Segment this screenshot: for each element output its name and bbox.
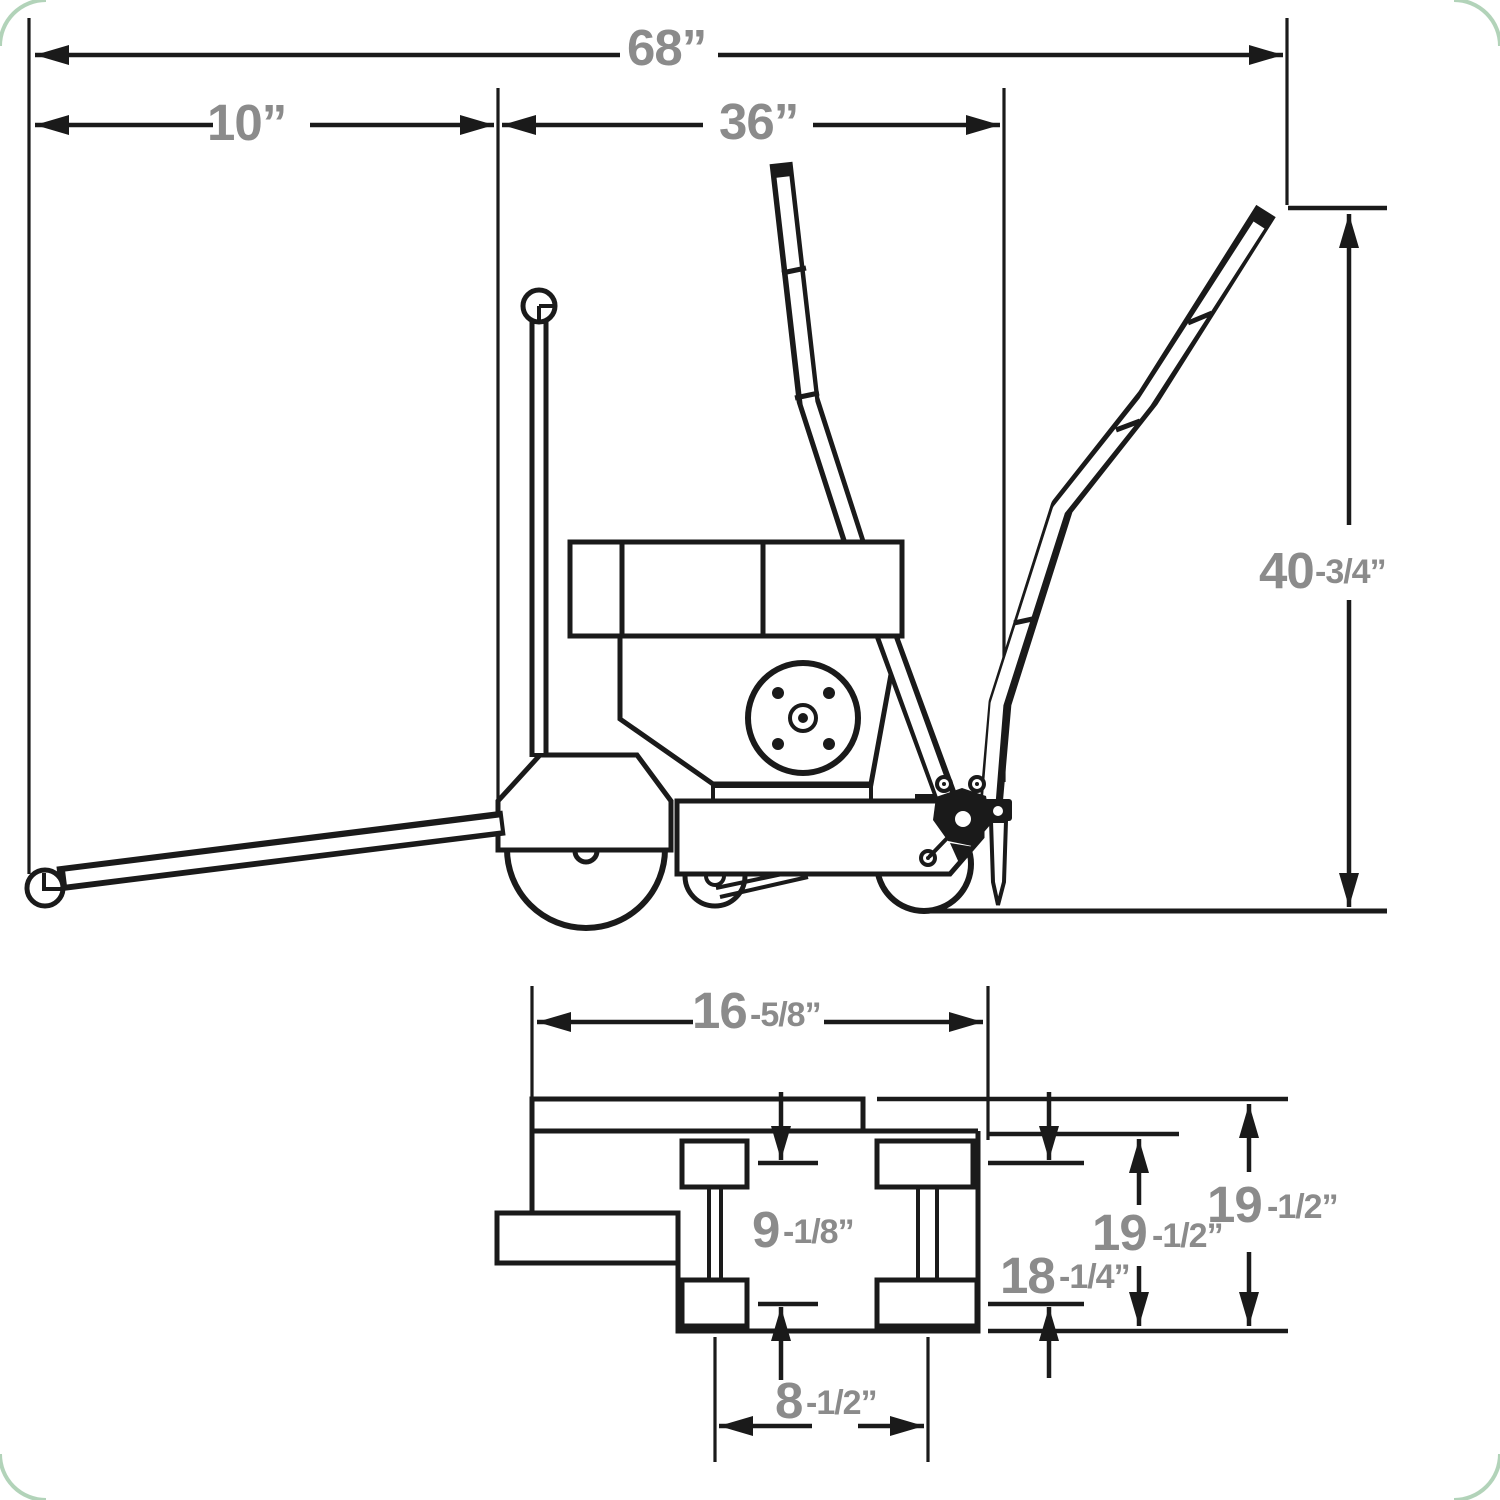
dim-label-handle-height: 40 -3/4” bbox=[1259, 542, 1386, 599]
side-view: 68” 10” 36” 40 -3/4” bbox=[24, 18, 1387, 931]
dim-axle-center-width: 8 -1/2” bbox=[713, 1337, 930, 1462]
dim-label-body-length: 16 -5/8” bbox=[692, 982, 821, 1039]
front-pointer-post bbox=[520, 287, 558, 757]
handle-pivot-clamp bbox=[927, 775, 991, 863]
plan-view: 16 -5/8” bbox=[494, 982, 1339, 1462]
dim-chassis-width: 19 -1/2” bbox=[1092, 1139, 1224, 1326]
dim-handle-height: 40 -3/4” bbox=[1259, 205, 1387, 907]
blade-housing bbox=[495, 752, 674, 853]
dim-label-wheel-inner-gap: 9 -1/8” bbox=[752, 1201, 854, 1258]
plan-wheel-front-left bbox=[679, 1138, 750, 1190]
dim-label-overall-plan-width: 19 -1/2” bbox=[1207, 1176, 1338, 1233]
handlebar-tick bbox=[781, 265, 807, 276]
dim-wheel-inner-gap: 9 -1/8” bbox=[752, 1092, 855, 1380]
plan-wheel-rear-left bbox=[874, 1138, 976, 1190]
saw-machine-plan bbox=[494, 1096, 981, 1334]
plan-deck-bar bbox=[529, 1096, 866, 1134]
dim-overall-plan-width: 19 -1/2” bbox=[1207, 1104, 1339, 1326]
dim-label-overall-width: 68” bbox=[627, 19, 706, 76]
plan-blade-housing bbox=[494, 1210, 681, 1266]
plan-wheel-rear-right bbox=[874, 1277, 980, 1329]
handlebar-tick bbox=[794, 390, 820, 401]
dim-body-length: 16 -5/8” bbox=[537, 982, 983, 1039]
depth-stake bbox=[984, 799, 1012, 906]
right-handlebar bbox=[979, 204, 1276, 808]
handlebar-tick bbox=[1115, 418, 1141, 433]
engine-box bbox=[567, 539, 905, 639]
dim-outer-track: 18 -1/4” bbox=[1000, 1092, 1131, 1378]
plan-reference-lines bbox=[877, 1096, 1288, 1334]
rail-step bbox=[915, 794, 941, 802]
handlebar-tick bbox=[1013, 615, 1038, 626]
dim-label-blade-bar: 10” bbox=[207, 94, 286, 151]
dim-label-chassis-width: 19 -1/2” bbox=[1092, 1204, 1223, 1261]
dim-label-axle-center-width: 8 -1/2” bbox=[775, 1372, 877, 1429]
flywheel bbox=[745, 660, 861, 776]
dim-blade-bar: 10” bbox=[35, 94, 494, 151]
dim-overall-width: 68” bbox=[35, 19, 1283, 76]
plan-chassis bbox=[675, 1131, 981, 1334]
plan-wheel-front-right bbox=[679, 1277, 750, 1329]
dim-deck-to-handle: 36” bbox=[502, 93, 1000, 150]
saw-machine-side bbox=[24, 161, 1276, 931]
dim-label-deck-to-handle: 36” bbox=[719, 93, 798, 150]
dim-label-outer-track: 18 -1/4” bbox=[1000, 1247, 1130, 1304]
front-guide-bar bbox=[24, 810, 506, 909]
handlebar-tick bbox=[1187, 310, 1213, 326]
